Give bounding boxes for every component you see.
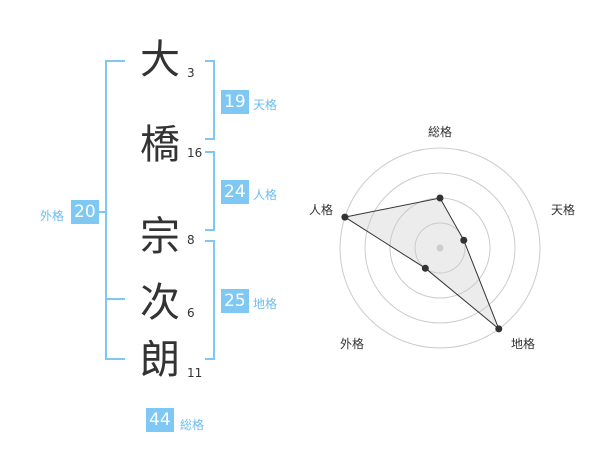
soukaku-value-badge: 44 — [146, 408, 174, 432]
radar-label-jinkaku: 人格 — [309, 203, 334, 217]
chikaku-value-badge: 25 — [221, 289, 249, 313]
jinkaku-label: 人格 — [253, 188, 278, 202]
stroke-count-1: 3 — [187, 66, 195, 80]
tenkaku-bracket-top — [205, 60, 215, 62]
tenkaku-value-badge: 19 — [221, 90, 249, 114]
radar-point-4 — [421, 264, 429, 272]
stroke-count-5: 11 — [187, 366, 203, 380]
radar-point-5 — [341, 213, 349, 221]
radar-point-1 — [436, 194, 444, 202]
radar-point-2 — [460, 236, 468, 244]
tenkaku-bracket-vertical — [213, 60, 215, 140]
tenkaku-bracket-bottom — [205, 138, 215, 140]
name-char-1: 大 — [140, 37, 180, 83]
stroke-count-4: 6 — [187, 306, 195, 320]
name-char-2: 橋 — [140, 122, 180, 168]
gaikaku-label: 外格 — [40, 209, 65, 223]
chikaku-bracket-vertical — [213, 240, 215, 360]
jinkaku-bracket-bottom — [205, 229, 215, 231]
stroke-count-3: 8 — [187, 233, 195, 247]
radar-label-soukaku: 総格 — [428, 125, 453, 139]
stroke-count-2: 16 — [187, 146, 203, 160]
radar-center-dot — [436, 244, 444, 252]
radar-label-gaikaku: 外格 — [340, 337, 365, 351]
gaikaku-bracket-bottom — [105, 358, 125, 360]
radar-label-chikaku: 地格 — [511, 337, 536, 351]
gaikaku-connector — [98, 211, 106, 213]
chikaku-bracket-bottom — [205, 358, 215, 360]
gaikaku-value-badge: 20 — [71, 200, 99, 224]
radar-ring — [414, 222, 466, 274]
radar-polygon — [343, 197, 500, 330]
chikaku-bracket-top — [205, 240, 215, 242]
soukaku-label: 総格 — [180, 418, 205, 432]
radar-label-tenkaku: 天格 — [551, 203, 576, 217]
radar-ring — [364, 172, 516, 324]
name-char-3: 宗 — [140, 214, 180, 260]
chikaku-label: 地格 — [253, 297, 278, 311]
tenkaku-label: 天格 — [253, 98, 278, 112]
name-char-4: 次 — [140, 280, 180, 326]
radar-point-3 — [495, 325, 503, 333]
gaikaku-bracket-top — [105, 60, 125, 62]
gaikaku-bracket-mid — [105, 298, 125, 300]
name-char-5: 朗 — [140, 337, 180, 383]
gaikaku-bracket-vertical — [105, 60, 107, 360]
jinkaku-bracket-vertical — [213, 151, 215, 231]
jinkaku-value-badge: 24 — [221, 180, 249, 204]
radar-ring — [339, 147, 541, 349]
jinkaku-bracket-top — [205, 151, 215, 153]
